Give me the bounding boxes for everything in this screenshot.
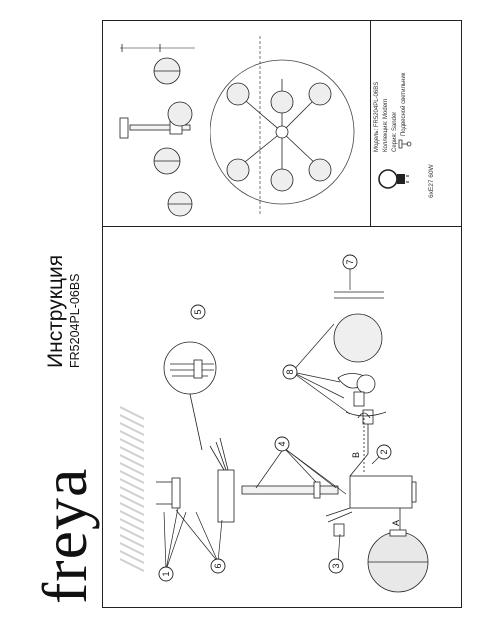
callout-1: 1: [161, 571, 171, 576]
spec-type: Подвесной светильник: [401, 72, 407, 136]
side-view-drawing: [119, 44, 195, 217]
spec-divider: [370, 20, 372, 227]
callout-4-circle: [274, 436, 290, 452]
assembly-drawing: 1 2 3 4 5 6 7 8 A B: [156, 254, 429, 593]
pendant-icon: [398, 139, 412, 149]
callout-7: 7: [345, 259, 355, 264]
callout-3: 3: [331, 563, 341, 568]
callout-5-circle: [190, 304, 206, 320]
callout-2: 2: [379, 449, 389, 454]
brand-logo: freya: [29, 467, 100, 604]
page-title: Инструкция: [44, 254, 67, 368]
hatch-decoration: [119, 406, 145, 572]
callout-7-circle: [342, 254, 358, 270]
callout-1-circle: [158, 566, 174, 582]
spec-collection: Коллекция: Modern: [383, 98, 389, 152]
spec-model: Модель: FR5204PL-06BS: [374, 81, 380, 152]
callout-6: 6: [213, 563, 223, 568]
bulb-icon: [378, 169, 409, 189]
spec-bulb: 6xE27 60W: [428, 164, 435, 198]
label-a: A: [391, 520, 401, 526]
callout-8: 8: [285, 369, 295, 374]
callout-2-circle: [376, 444, 392, 460]
callout-5: 5: [193, 309, 203, 314]
top-view-drawing: [210, 36, 355, 214]
callout-3-circle: [328, 558, 344, 574]
callout-6-circle: [210, 558, 226, 574]
model-number: FR5204PL-06BS: [68, 273, 82, 368]
top-panel-frame: [102, 20, 462, 227]
callout-8-circle: [282, 364, 298, 380]
callout-4: 4: [277, 441, 287, 446]
label-b: B: [351, 452, 361, 458]
